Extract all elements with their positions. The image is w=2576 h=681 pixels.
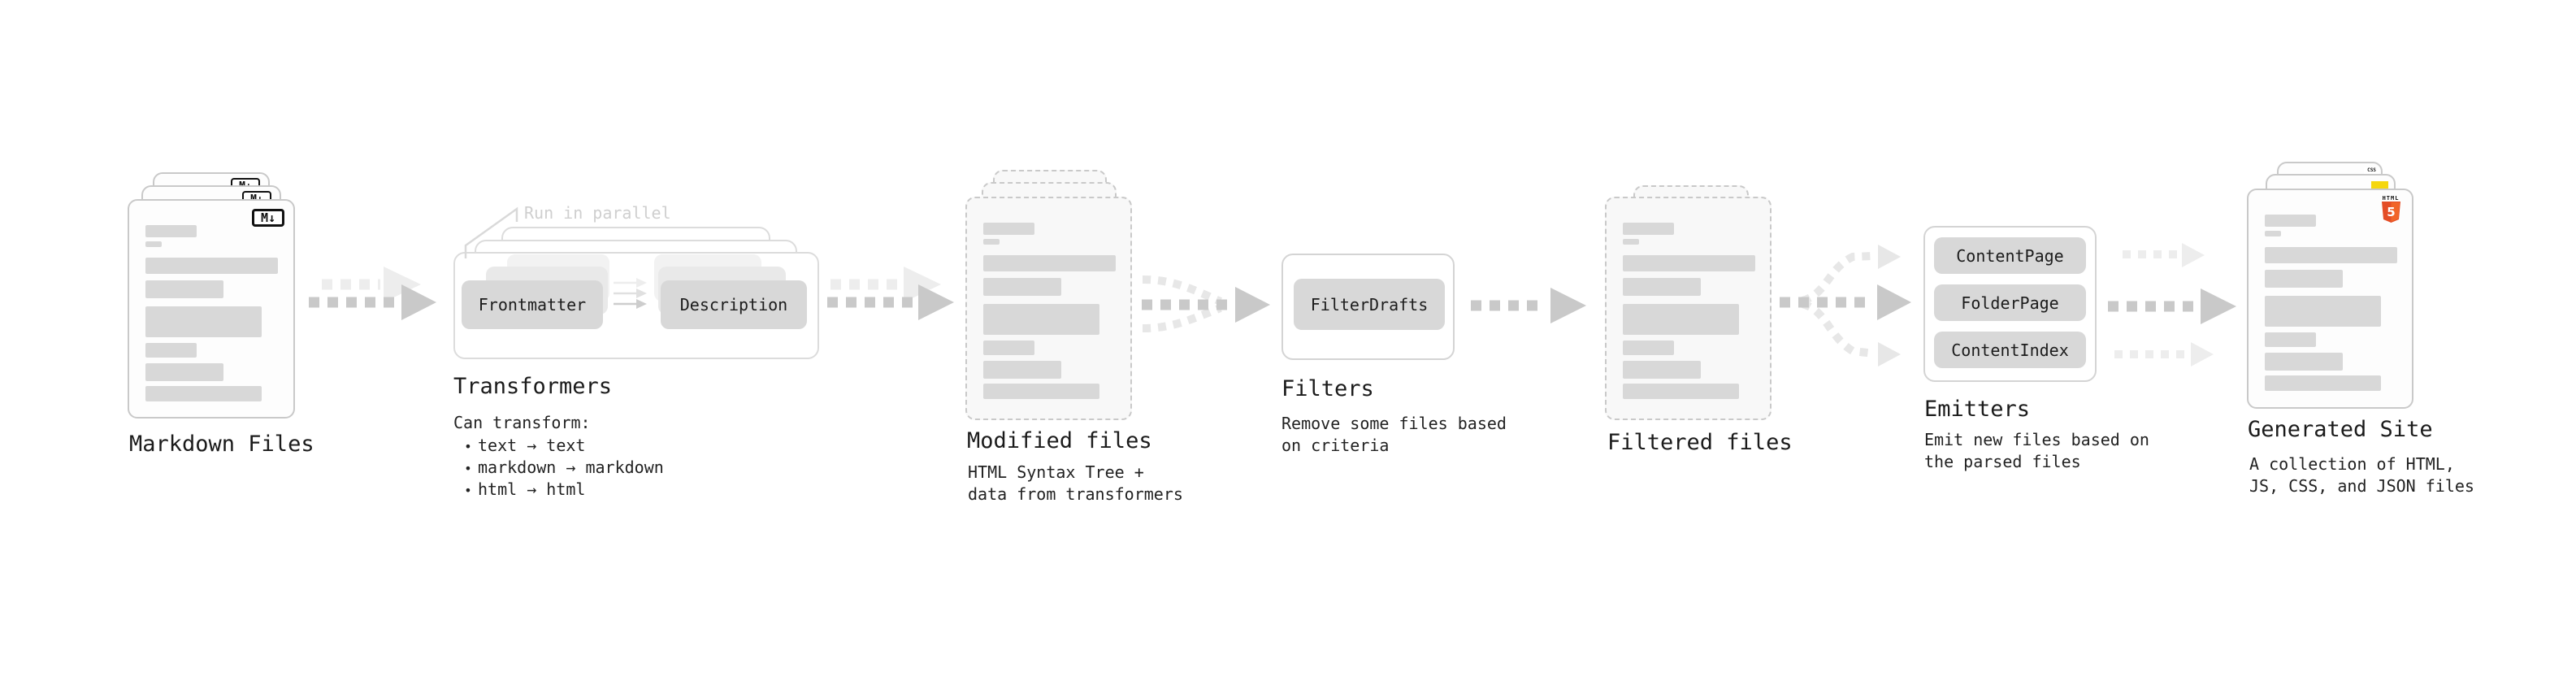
emitter-folderpage-button: FolderPage xyxy=(1934,284,2086,321)
skeleton-bar xyxy=(1623,384,1739,399)
skeleton-bar xyxy=(1623,223,1674,235)
skeleton-bar xyxy=(145,306,262,337)
arrow-markdown-to-transformers xyxy=(309,267,436,320)
skeleton-bar xyxy=(2265,247,2397,263)
skeleton-bar xyxy=(2265,270,2343,288)
stage-label-filters: Filters xyxy=(1281,376,1374,401)
transformers-caption: Can transform: xyxy=(453,413,591,432)
skeleton-bar xyxy=(983,255,1116,271)
skeleton-bar xyxy=(1623,304,1739,335)
skeleton-bar xyxy=(145,258,278,274)
skeleton-bar xyxy=(2265,231,2281,236)
skeleton-bar xyxy=(983,278,1061,296)
skeleton-bar xyxy=(2265,296,2381,327)
modified-files-caption: HTML Syntax Tree + xyxy=(968,462,1144,482)
skeleton-bar xyxy=(983,239,1000,245)
arrow-modified-to-filters xyxy=(1142,275,1270,332)
skeleton-bar xyxy=(2265,215,2316,227)
html5-caption: HTML xyxy=(2382,195,2400,202)
skeleton-bar xyxy=(1623,239,1639,245)
filters-caption: Remove some files based xyxy=(1281,414,1507,433)
arrow-emitters-to-site xyxy=(2108,243,2236,367)
arrow-filters-to-filtered xyxy=(1471,288,1586,323)
svg-text:5: 5 xyxy=(2387,205,2395,219)
modified-files-caption: data from transformers xyxy=(968,484,1183,504)
skeleton-bar xyxy=(145,363,223,381)
emitter-contentindex-button: ContentIndex xyxy=(1934,332,2086,368)
markdown-icon: M↓ xyxy=(252,209,284,227)
skeleton-bar xyxy=(1623,278,1701,296)
skeleton-bar xyxy=(983,340,1034,355)
generated-site-caption: A collection of HTML, xyxy=(2249,454,2455,474)
filters-caption: on criteria xyxy=(1281,436,1390,455)
run-in-parallel-note: Run in parallel xyxy=(524,203,671,223)
bullet-glyph: • xyxy=(464,483,472,498)
bullet-glyph: • xyxy=(464,461,472,476)
html5-shield: 5 xyxy=(2381,202,2400,223)
skeleton-bar xyxy=(1623,340,1674,355)
transformer-frontmatter-button: Frontmatter xyxy=(462,280,603,329)
transform-bullet: •markdown → markdown xyxy=(458,458,664,477)
emitter-contentpage-button: ContentPage xyxy=(1934,237,2086,274)
stage-label-modified-files: Modified files xyxy=(967,428,1152,453)
bullet-glyph: • xyxy=(464,439,472,454)
emitters-caption: the parsed files xyxy=(1924,452,2081,471)
skeleton-bar xyxy=(145,280,223,298)
generated-site-caption: JS, CSS, and JSON files xyxy=(2249,476,2474,496)
transformer-description-button: Description xyxy=(661,280,807,329)
arrow-transformers-to-modified xyxy=(827,267,954,320)
skeleton-bar xyxy=(145,241,162,247)
emitters-caption: Emit new files based on xyxy=(1924,430,2149,449)
skeleton-bar xyxy=(983,361,1061,379)
skeleton-bar xyxy=(145,225,197,237)
arrow-filtered-to-emitters xyxy=(1780,245,1911,367)
filter-drafts-button: FilterDrafts xyxy=(1294,279,1445,330)
transform-bullet: •text → text xyxy=(458,436,585,455)
file-card: HTML 5 xyxy=(2247,189,2413,409)
stage-label-emitters: Emitters xyxy=(1924,397,2031,422)
stage-label-transformers: Transformers xyxy=(453,374,613,399)
skeleton-bar xyxy=(983,304,1099,335)
stage-label-generated-site: Generated Site xyxy=(2248,417,2433,442)
skeleton-bar xyxy=(1623,361,1701,379)
stage-label-markdown-files: Markdown Files xyxy=(129,432,314,457)
skeleton-bar xyxy=(2265,375,2381,391)
html5-icon: HTML 5 xyxy=(2380,195,2401,227)
file-card xyxy=(1605,197,1772,420)
skeleton-bar xyxy=(983,384,1099,399)
skeleton-bar xyxy=(2265,332,2316,347)
file-card: M↓ xyxy=(128,199,295,419)
transform-bullet: •html → html xyxy=(458,479,585,499)
skeleton-bar xyxy=(1623,255,1755,271)
stage-label-filtered-files: Filtered files xyxy=(1607,430,1793,455)
skeleton-bar xyxy=(2265,353,2343,371)
file-card xyxy=(965,197,1132,420)
skeleton-bar xyxy=(983,223,1034,235)
skeleton-bar xyxy=(145,386,262,401)
skeleton-bar xyxy=(145,343,197,358)
